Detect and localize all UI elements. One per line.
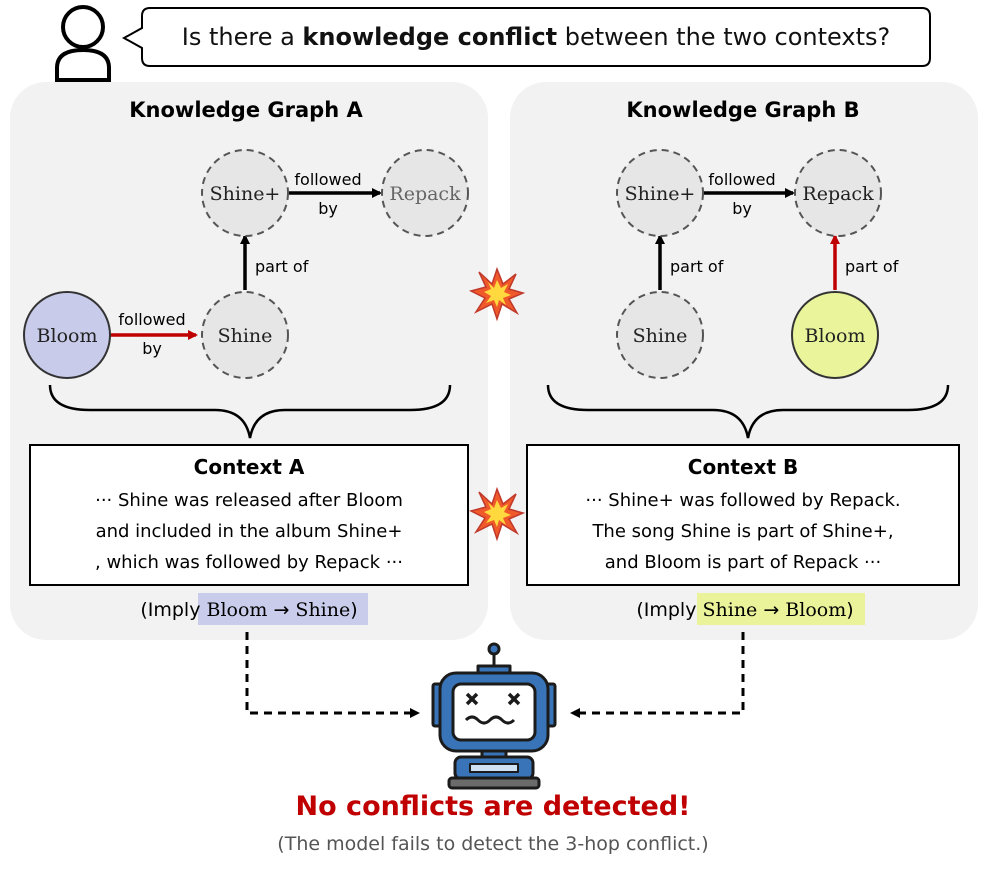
edge-b-right-label: part of bbox=[845, 257, 899, 276]
context-b-line-2: The song Shine is part of Shine+, bbox=[591, 521, 893, 542]
node-b-repack bbox=[794, 149, 882, 237]
edge-a-bottom-label-1: followed bbox=[118, 310, 185, 329]
node-b-shine bbox=[616, 291, 704, 379]
question-text: Is there a knowledge conflict between th… bbox=[182, 23, 891, 51]
context-b-line-1: ··· Shine+ was followed by Repack. bbox=[585, 490, 900, 511]
context-a-line-1: ··· Shine was released after Bloom bbox=[95, 490, 403, 511]
svg-text:Repack: Repack bbox=[389, 183, 461, 205]
node-b-bloom bbox=[791, 291, 879, 379]
implies-a: (Imply Bloom → Shine) bbox=[140, 599, 357, 621]
robot-icon bbox=[431, 642, 557, 790]
explosion-icon bbox=[468, 266, 526, 322]
node-a-repack bbox=[381, 149, 469, 237]
context-a-title: Context A bbox=[194, 455, 305, 479]
graph-a-title: Knowledge Graph A bbox=[129, 98, 363, 122]
graph-a: followed by part of followed by Shine+ R… bbox=[23, 149, 469, 439]
node-b-shine-plus bbox=[616, 149, 704, 237]
graph-b: followed by part of part of Shine+ Repac… bbox=[546, 149, 950, 439]
edge-b-top-label-1: followed bbox=[708, 170, 775, 189]
node-a-shine-plus bbox=[201, 149, 289, 237]
edge-a-vertical-label: part of bbox=[255, 257, 309, 276]
svg-text:Repack: Repack bbox=[802, 183, 874, 205]
user-icon bbox=[55, 5, 111, 82]
svg-text:Bloom: Bloom bbox=[37, 325, 98, 347]
implies-a-highlight bbox=[198, 593, 368, 625]
svg-text:Bloom: Bloom bbox=[805, 325, 866, 347]
context-a-line-2: and included in the album Shine+ bbox=[96, 521, 403, 542]
svg-text:Shine+: Shine+ bbox=[210, 183, 281, 205]
svg-text:Shine: Shine bbox=[218, 325, 273, 347]
edge-a-top-label-2: by bbox=[318, 199, 338, 218]
edge-a-top-label-1: followed bbox=[294, 170, 361, 189]
svg-text:Shine: Shine bbox=[633, 325, 688, 347]
edge-b-top-label-2: by bbox=[732, 199, 752, 218]
question-bubble: Is there a knowledge conflict between th… bbox=[121, 7, 931, 67]
explosion-icon bbox=[468, 486, 526, 542]
node-a-bloom bbox=[23, 291, 111, 379]
result-headline: No conflicts are detected! bbox=[296, 791, 691, 822]
graph-b-title: Knowledge Graph B bbox=[626, 98, 859, 122]
context-b-box bbox=[526, 444, 960, 586]
brace-b bbox=[546, 384, 950, 439]
connector-a bbox=[245, 632, 420, 718]
context-b-title: Context B bbox=[688, 455, 798, 479]
brace-a bbox=[48, 384, 452, 439]
connector-b bbox=[570, 632, 745, 718]
result-subtext: (The model fails to detect the 3-hop con… bbox=[277, 833, 708, 855]
context-a-line-3: , which was followed by Repack ··· bbox=[95, 552, 403, 573]
edge-b-left-label: part of bbox=[670, 257, 724, 276]
implies-b: (Imply Shine → Bloom) bbox=[636, 599, 853, 621]
node-a-shine bbox=[201, 291, 289, 379]
svg-text:Shine+: Shine+ bbox=[625, 183, 696, 205]
implies-b-highlight bbox=[697, 593, 865, 625]
context-b-line-3: and Bloom is part of Repack ··· bbox=[605, 552, 881, 573]
edge-a-bottom-label-2: by bbox=[142, 339, 162, 358]
context-a-box bbox=[29, 444, 469, 586]
